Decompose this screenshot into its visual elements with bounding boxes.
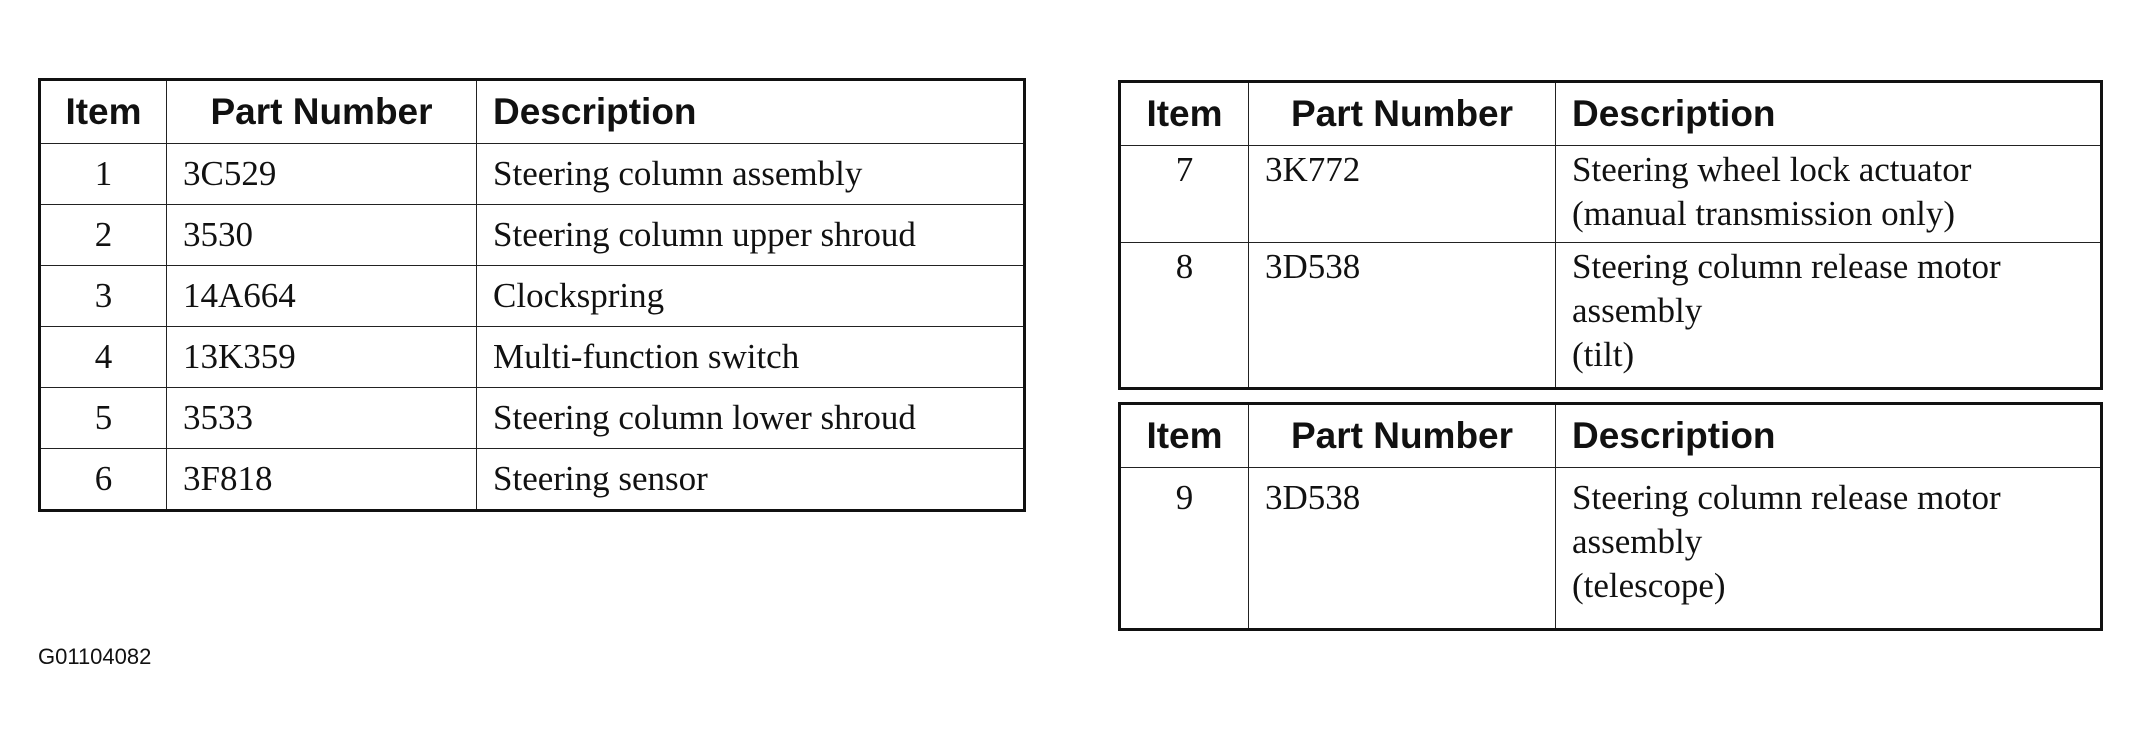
part-number-cell: 14A664 [166,265,477,327]
description-cell: Clockspring [476,265,1025,327]
part-number-cell: 3F818 [166,448,477,511]
column-header-description: Description [1555,81,2102,146]
table-row: 1 3C529 Steering column assembly [39,143,1025,205]
item-cell: 4 [39,326,167,388]
table-header-row: Item Part Number Description [39,79,1025,144]
table-row: 3 14A664 Clockspring [39,265,1025,327]
item-cell: 5 [39,387,167,449]
column-header-part-number: Part Number [1248,403,1556,468]
description-cell: Steering column lower shroud [476,387,1025,449]
column-header-description: Description [476,79,1025,144]
description-line: (telescope) [1572,566,1726,605]
description-cell: Steering column release motor assembly (… [1555,467,2102,630]
description-line: (tilt) [1572,335,1635,374]
item-cell: 9 [1119,467,1249,630]
column-header-description: Description [1555,403,2102,468]
item-cell: 1 [39,143,167,205]
table-row: 8 3D538 Steering column release motor as… [1119,242,2102,389]
item-cell: 3 [39,265,167,327]
table-header-row: Item Part Number Description [1119,403,2102,468]
table-row: 7 3K772 Steering wheel lock actuator (ma… [1119,145,2102,243]
description-cell: Steering column release motor assembly (… [1555,242,2102,389]
description-line: Steering column release motor [1572,478,2001,517]
item-cell: 6 [39,448,167,511]
table-row: 2 3530 Steering column upper shroud [39,204,1025,266]
part-number-cell: 13K359 [166,326,477,388]
parts-table-left: Item Part Number Description 1 3C529 Ste… [38,78,1026,512]
table-row: 9 3D538 Steering column release motor as… [1119,467,2102,630]
description-line: Steering column release motor [1572,247,2001,286]
description-line: (manual transmission only) [1572,194,1956,233]
column-header-part-number: Part Number [1248,81,1556,146]
description-cell: Steering column upper shroud [476,204,1025,266]
description-line: assembly [1572,522,1703,561]
column-header-item: Item [1119,81,1249,146]
description-cell: Steering wheel lock actuator (manual tra… [1555,145,2102,243]
item-cell: 8 [1119,242,1249,389]
description-cell: Multi-function switch [476,326,1025,388]
table-header-row: Item Part Number Description [1119,81,2102,146]
table-row: 6 3F818 Steering sensor [39,448,1025,511]
part-number-cell: 3530 [166,204,477,266]
parts-table-right-top: Item Part Number Description 7 3K772 Ste… [1118,80,2103,390]
description-line: assembly [1572,291,1703,330]
part-number-cell: 3D538 [1248,242,1556,389]
table-row: 4 13K359 Multi-function switch [39,326,1025,388]
item-cell: 7 [1119,145,1249,243]
description-line: Steering wheel lock actuator [1572,150,1972,189]
column-header-part-number: Part Number [166,79,477,144]
description-cell: Steering sensor [476,448,1025,511]
description-cell: Steering column assembly [476,143,1025,205]
column-header-item: Item [1119,403,1249,468]
part-number-cell: 3D538 [1248,467,1556,630]
part-number-cell: 3K772 [1248,145,1556,243]
item-cell: 2 [39,204,167,266]
figure-id-label: G01104082 [38,644,152,669]
part-number-cell: 3533 [166,387,477,449]
table-row: 5 3533 Steering column lower shroud [39,387,1025,449]
parts-table-right-bottom: Item Part Number Description 9 3D538 Ste… [1118,402,2103,631]
column-header-item: Item [39,79,167,144]
part-number-cell: 3C529 [166,143,477,205]
